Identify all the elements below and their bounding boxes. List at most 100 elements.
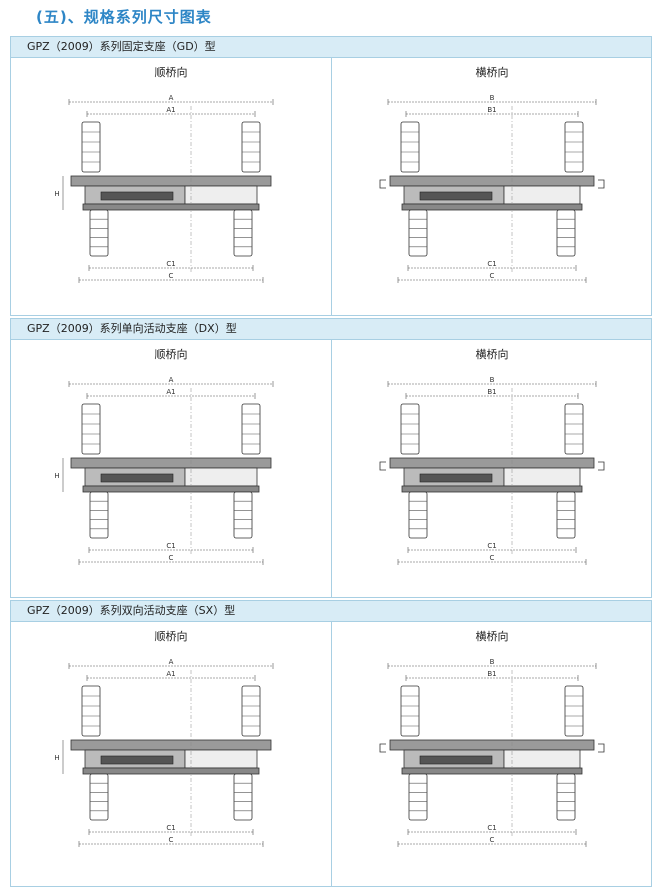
anchor-bolt <box>400 121 420 173</box>
dim-bottom-outer-label: C <box>169 272 174 280</box>
panel-title: 横桥向 <box>475 348 509 361</box>
dim-bottom-outer-label: C <box>169 836 174 844</box>
dim-bottom-inner-label: C1 <box>166 824 175 832</box>
clamp-hook <box>598 743 605 753</box>
slide-plate <box>503 467 581 487</box>
bottom-plate <box>401 203 583 211</box>
dim-bottom-outer-label: C <box>169 554 174 562</box>
top-plate <box>389 457 595 469</box>
rubber-pad <box>100 191 174 201</box>
bottom-plate <box>401 485 583 493</box>
bottom-plate <box>82 767 260 775</box>
panel-title: 顺桥向 <box>154 630 188 643</box>
slide-plate <box>184 185 258 205</box>
dim-height-label: H <box>54 472 59 480</box>
slide-plate <box>184 467 258 487</box>
anchor-bolt <box>241 403 261 455</box>
section-title: GPZ（2009）系列单向活动支座（DX）型 <box>11 319 651 340</box>
bearing-drawing-longitudinal: A A1H C1C <box>54 376 274 565</box>
anchor-bolt <box>241 685 261 737</box>
dim-inner-label: B1 <box>487 670 496 678</box>
slide-plate <box>184 749 258 769</box>
dim-inner-label: B1 <box>487 106 496 114</box>
dim-bottom-inner-label: C1 <box>166 260 175 268</box>
slide-plate <box>503 185 581 205</box>
slide-plate <box>503 749 581 769</box>
dim-inner-label: A1 <box>166 670 175 678</box>
anchor-bolt <box>81 403 101 455</box>
dim-outer-label: A <box>169 376 174 384</box>
anchor-bolt <box>408 209 428 257</box>
dim-bottom-outer-label: C <box>490 836 495 844</box>
anchor-bolt <box>400 685 420 737</box>
dim-bottom-inner-label: C1 <box>487 542 496 550</box>
top-plate <box>389 175 595 187</box>
top-plate <box>70 175 272 187</box>
dim-inner-label: A1 <box>166 388 175 396</box>
clamp-hook <box>379 461 386 471</box>
clamp-hook <box>598 179 605 189</box>
anchor-bolt <box>564 121 584 173</box>
bearing-drawing-longitudinal: A A1H C1C <box>54 94 274 283</box>
panel-title: 横桥向 <box>475 630 509 643</box>
anchor-bolt <box>89 773 109 821</box>
dim-inner-label: A1 <box>166 106 175 114</box>
bottom-plate <box>82 485 260 493</box>
anchor-bolt <box>89 209 109 257</box>
rubber-pad <box>100 473 174 483</box>
rubber-pad <box>100 755 174 765</box>
dim-outer-label: B <box>490 94 495 102</box>
dim-outer-label: B <box>490 658 495 666</box>
panel-title: 横桥向 <box>475 66 509 79</box>
anchor-bolt <box>81 121 101 173</box>
dim-height-label: H <box>54 754 59 762</box>
section-title: GPZ（2009）系列双向活动支座（SX）型 <box>11 601 651 622</box>
anchor-bolt <box>233 209 253 257</box>
anchor-bolt <box>241 121 261 173</box>
dim-bottom-inner-label: C1 <box>487 824 496 832</box>
dim-inner-label: B1 <box>487 388 496 396</box>
top-plate <box>70 457 272 469</box>
panel-title: 顺桥向 <box>154 348 188 361</box>
dim-height-label: H <box>54 190 59 198</box>
clamp-hook <box>379 179 386 189</box>
clamp-hook <box>598 461 605 471</box>
anchor-bolt <box>564 403 584 455</box>
rubber-pad <box>419 755 493 765</box>
dim-bottom-inner-label: C1 <box>166 542 175 550</box>
rubber-pad <box>419 191 493 201</box>
anchor-bolt <box>408 773 428 821</box>
bottom-plate <box>82 203 260 211</box>
panel-title: 顺桥向 <box>154 66 188 79</box>
dim-outer-label: A <box>169 658 174 666</box>
dim-bottom-outer-label: C <box>490 272 495 280</box>
anchor-bolt <box>564 685 584 737</box>
rubber-pad <box>419 473 493 483</box>
top-plate <box>70 739 272 751</box>
dim-outer-label: A <box>169 94 174 102</box>
dim-bottom-outer-label: C <box>490 554 495 562</box>
anchor-bolt <box>556 773 576 821</box>
bearing-drawing-longitudinal: A A1H C1C <box>54 658 274 847</box>
page-heading: (五)、规格系列尺寸图表 <box>36 8 212 26</box>
dim-outer-label: B <box>490 376 495 384</box>
anchor-bolt <box>81 685 101 737</box>
anchor-bolt <box>233 491 253 539</box>
dim-bottom-inner-label: C1 <box>487 260 496 268</box>
anchor-bolt <box>556 491 576 539</box>
anchor-bolt <box>400 403 420 455</box>
top-plate <box>389 739 595 751</box>
anchor-bolt <box>408 491 428 539</box>
anchor-bolt <box>233 773 253 821</box>
